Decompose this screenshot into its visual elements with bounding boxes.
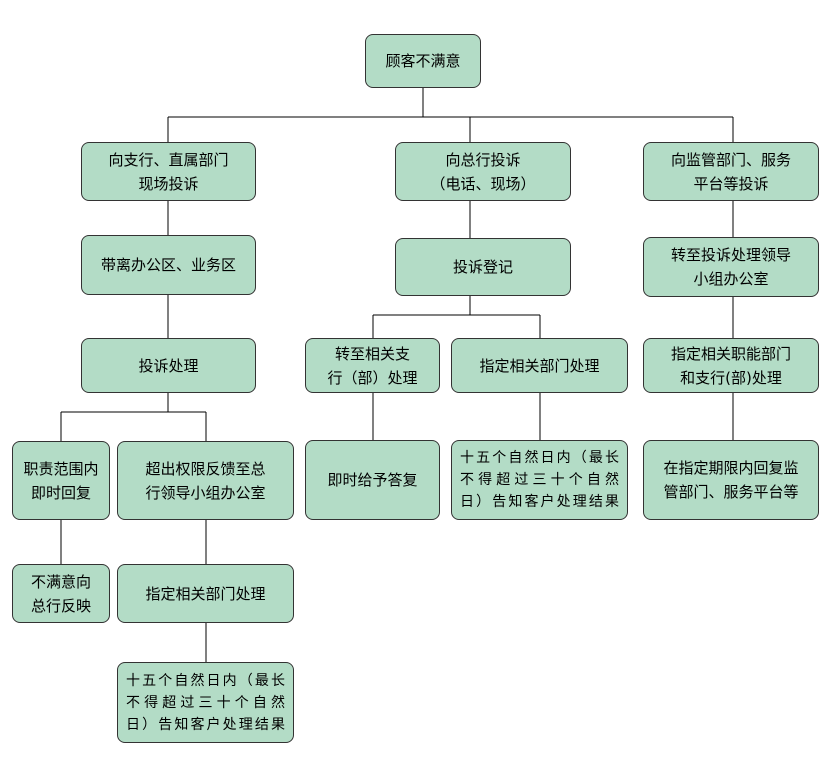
node-right-step2: 指定相关职能部门 和支行(部)处理 [643,338,819,393]
node-left-b-result: 十五个自然日内（最长 不得超过三十个自然 日）告知客户处理结果 [117,662,294,743]
node-left-b-next: 指定相关部门处理 [117,564,294,623]
node-mid-a-next: 即时给予答复 [305,440,440,520]
node-mid-step1: 投诉登记 [395,238,571,296]
node-left-step2: 投诉处理 [81,338,256,393]
node-branch-mid: 向总行投诉 （电话、现场） [395,142,571,201]
node-mid-b: 指定相关部门处理 [451,338,628,393]
node-left-b: 超出权限反馈至总 行领导小组办公室 [117,441,294,520]
node-left-step1: 带离办公区、业务区 [81,235,256,295]
node-branch-left: 向支行、直属部门 现场投诉 [81,142,256,201]
node-mid-b-next: 十五个自然日内（最长 不得超过三十个自然 日）告知客户处理结果 [451,440,628,520]
node-left-a: 职责范围内 即时回复 [12,441,110,520]
left-b-result-text: 十五个自然日内（最长 不得超过三十个自然 日）告知客户处理结果 [126,672,285,733]
node-right-step1: 转至投诉处理领导 小组办公室 [643,237,819,297]
node-left-a-next: 不满意向 总行反映 [12,564,110,623]
node-mid-a: 转至相关支 行（部）处理 [305,338,440,393]
node-right-step3: 在指定期限内回复监 管部门、服务平台等 [643,440,819,520]
node-root: 顾客不满意 [365,34,481,88]
mid-b-next-text: 十五个自然日内（最长 不得超过三十个自然 日）告知客户处理结果 [460,450,619,510]
node-branch-right: 向监管部门、服务 平台等投诉 [643,142,819,201]
